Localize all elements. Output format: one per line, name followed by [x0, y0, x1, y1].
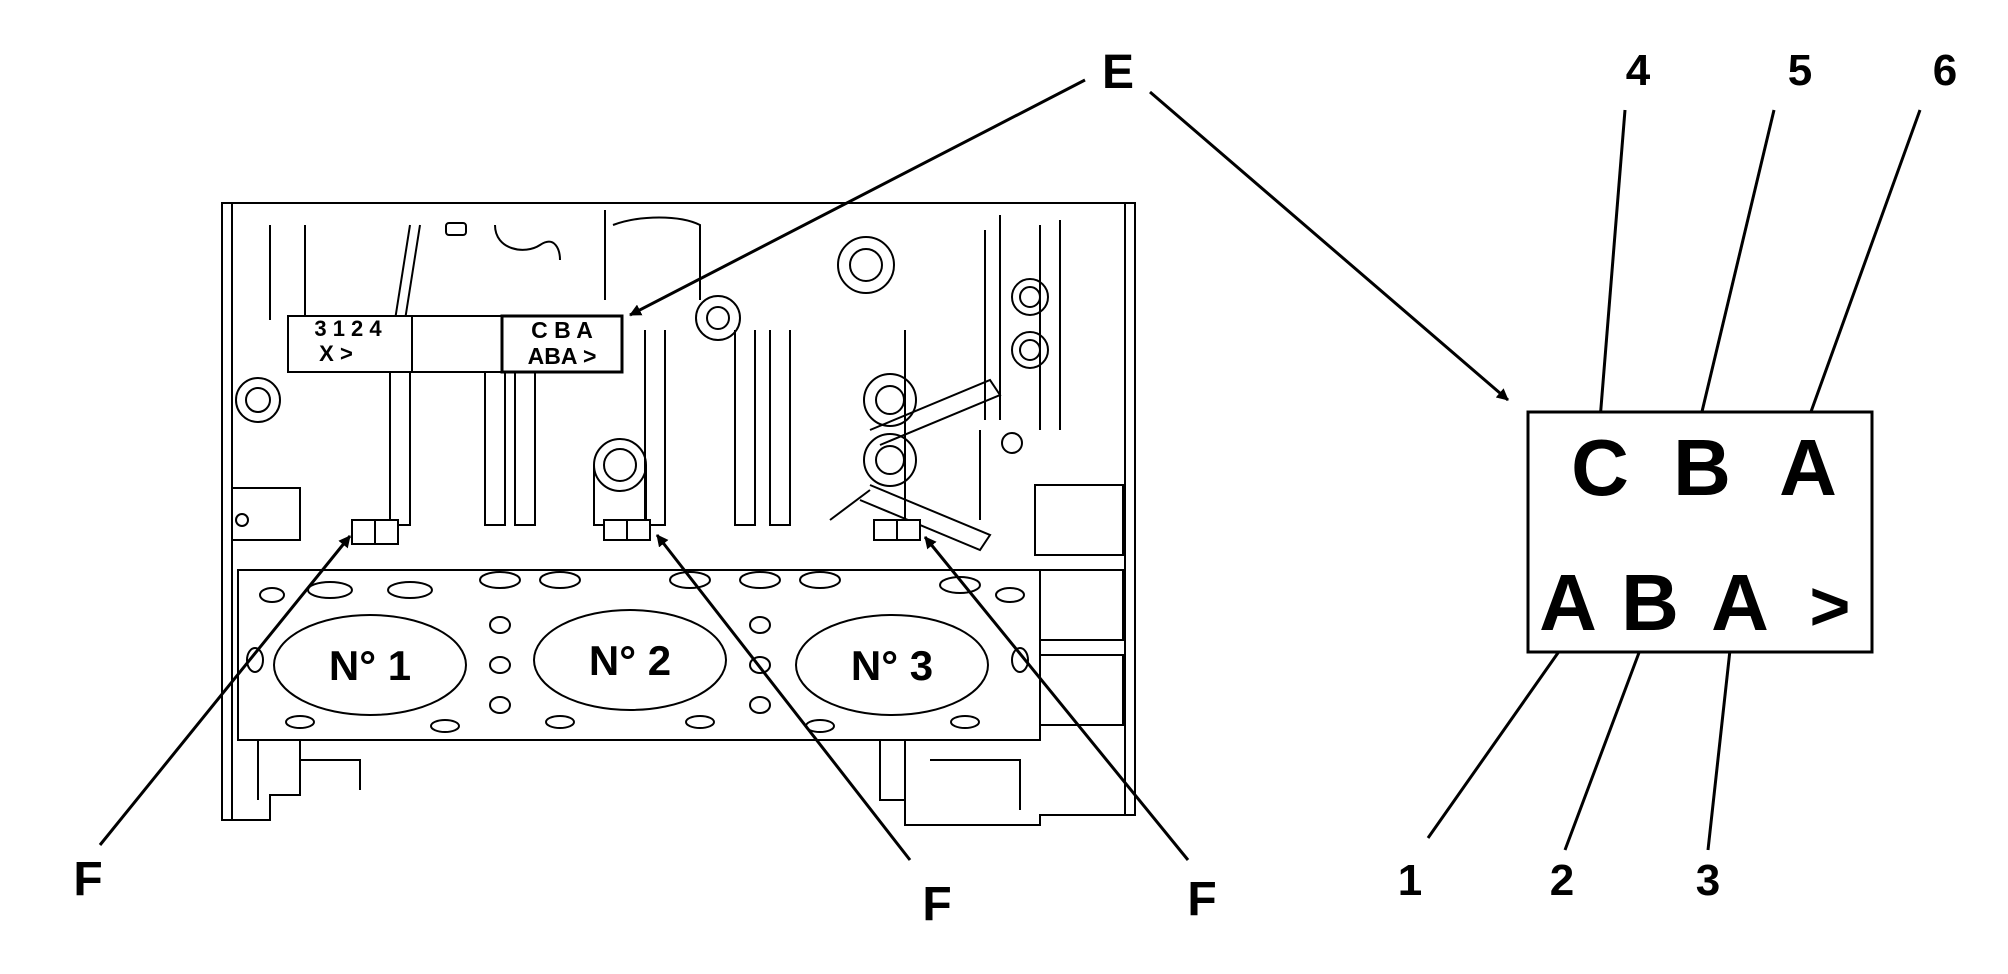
- callout-f-left: F: [73, 853, 102, 906]
- leader-6: [1806, 109, 1922, 421]
- leader-f-right: [923, 536, 1190, 861]
- detail-top-2: B: [1673, 423, 1731, 512]
- callout-2: 2: [1550, 856, 1574, 905]
- f-marker-pads: [351, 519, 921, 545]
- callout-1: 1: [1398, 856, 1422, 905]
- cylinder-2-label: N° 2: [589, 637, 671, 684]
- plate-left-row2: X >: [319, 341, 353, 366]
- engine-block: [221, 202, 1136, 826]
- cylinder-3-label: N° 3: [851, 642, 933, 689]
- leader-e-to-plate: [629, 78, 1086, 317]
- block-marking-plate: 3 1 2 4 X > C B A ABA >: [287, 314, 624, 374]
- cylinder-1-bore: [273, 614, 467, 716]
- leader-3: [1706, 649, 1732, 851]
- leader-2: [1563, 649, 1642, 851]
- callout-5: 5: [1788, 46, 1812, 95]
- callout-e: E: [1102, 46, 1134, 99]
- detail-bottom-3: A: [1711, 558, 1769, 647]
- detail-bottom-4: >: [1810, 567, 1851, 645]
- callout-6: 6: [1933, 46, 1957, 95]
- leader-1: [1426, 649, 1562, 839]
- leader-4: [1598, 109, 1627, 421]
- cylinder-1-label: N° 1: [329, 642, 411, 689]
- leader-e-to-detail: [1149, 90, 1509, 402]
- leader-f-mid: [655, 534, 912, 861]
- leader-lines: [98, 78, 1922, 861]
- detail-bottom-2: B: [1621, 558, 1679, 647]
- detail-top-3: A: [1779, 423, 1837, 512]
- plate-left-row1: 3 1 2 4: [314, 316, 382, 341]
- leader-f-left: [98, 535, 352, 846]
- cylinder-3-bore: [795, 614, 989, 716]
- detail-top-1: C: [1571, 423, 1629, 512]
- cylinder-2-bore: [533, 609, 727, 711]
- callout-f-mid: F: [922, 878, 951, 931]
- callout-f-right: F: [1187, 873, 1216, 926]
- detail-bottom-1: A: [1539, 558, 1597, 647]
- cylinder-gasket: [246, 571, 1029, 733]
- plate-code-box: [500, 314, 624, 374]
- callout-4: 4: [1626, 46, 1651, 95]
- detail-box-outline: [1526, 410, 1874, 654]
- leader-5: [1698, 109, 1776, 421]
- code-detail-box: C B A A B A >: [1526, 410, 1874, 654]
- callout-3: 3: [1696, 856, 1720, 905]
- plate-right-row2: ABA >: [528, 343, 597, 369]
- plate-right-row1: C B A: [531, 317, 593, 343]
